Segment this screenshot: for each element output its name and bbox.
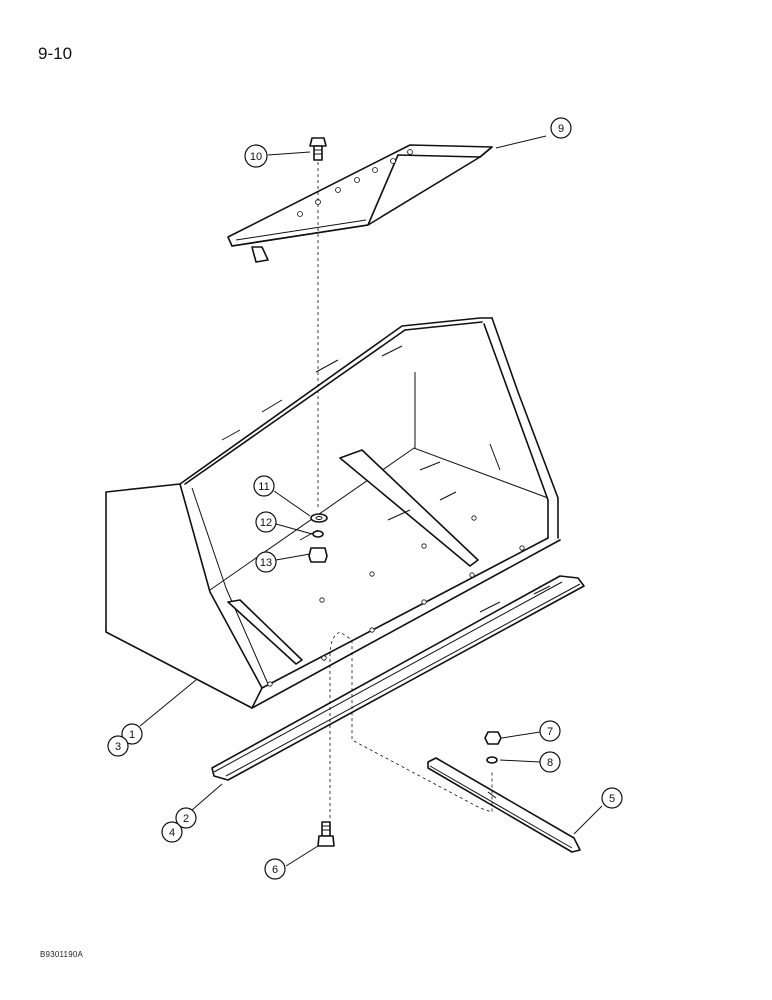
callout-12-label: 12 (260, 517, 272, 529)
callout-6-label: 6 (272, 864, 278, 876)
callout-12: 12 (255, 511, 313, 535)
callout-3-label: 3 (115, 741, 121, 753)
callout-9-label: 9 (558, 123, 564, 135)
callout-4: 4 (161, 821, 183, 843)
callout-7: 7 (501, 720, 561, 742)
callout-9: 9 (495, 117, 572, 149)
callout-10: 10 (244, 144, 311, 168)
callout-3: 3 (107, 735, 129, 757)
callout-5-label: 5 (609, 793, 615, 805)
callout-1-label: 1 (129, 729, 135, 741)
callout-8-label: 8 (547, 757, 553, 769)
part-13-nut (308, 547, 328, 563)
part-2-cutting-edge (211, 575, 585, 781)
callout-11: 11 (253, 475, 311, 517)
callout-5: 5 (573, 787, 623, 835)
callout-10-label: 10 (250, 151, 262, 163)
part-6-bolt (317, 821, 335, 847)
part-5-edge-segment (427, 757, 581, 853)
callout-11-label: 11 (258, 481, 269, 493)
part-1-bucket (105, 317, 561, 709)
part-11-washer (310, 513, 328, 523)
part-12-lock-washer (312, 530, 324, 538)
callout-8: 8 (499, 751, 561, 773)
part-10-bolt (309, 137, 327, 161)
part-7-nut (484, 731, 502, 745)
callout-1: 1 (121, 679, 197, 745)
part-9-top-strip (227, 144, 493, 263)
callout-13: 13 (255, 551, 311, 573)
callout-2-label: 2 (183, 813, 189, 825)
callout-13-label: 13 (260, 557, 272, 569)
callout-7-label: 7 (547, 726, 553, 738)
page-number: 9-10 (38, 44, 73, 63)
figure-code: B9301190A (40, 950, 84, 959)
callout-4-label: 4 (169, 827, 175, 839)
callout-2: 2 (175, 783, 223, 829)
assembly-center-lines (317, 162, 493, 818)
part-8-washer (486, 756, 498, 764)
callout-6: 6 (264, 845, 319, 880)
